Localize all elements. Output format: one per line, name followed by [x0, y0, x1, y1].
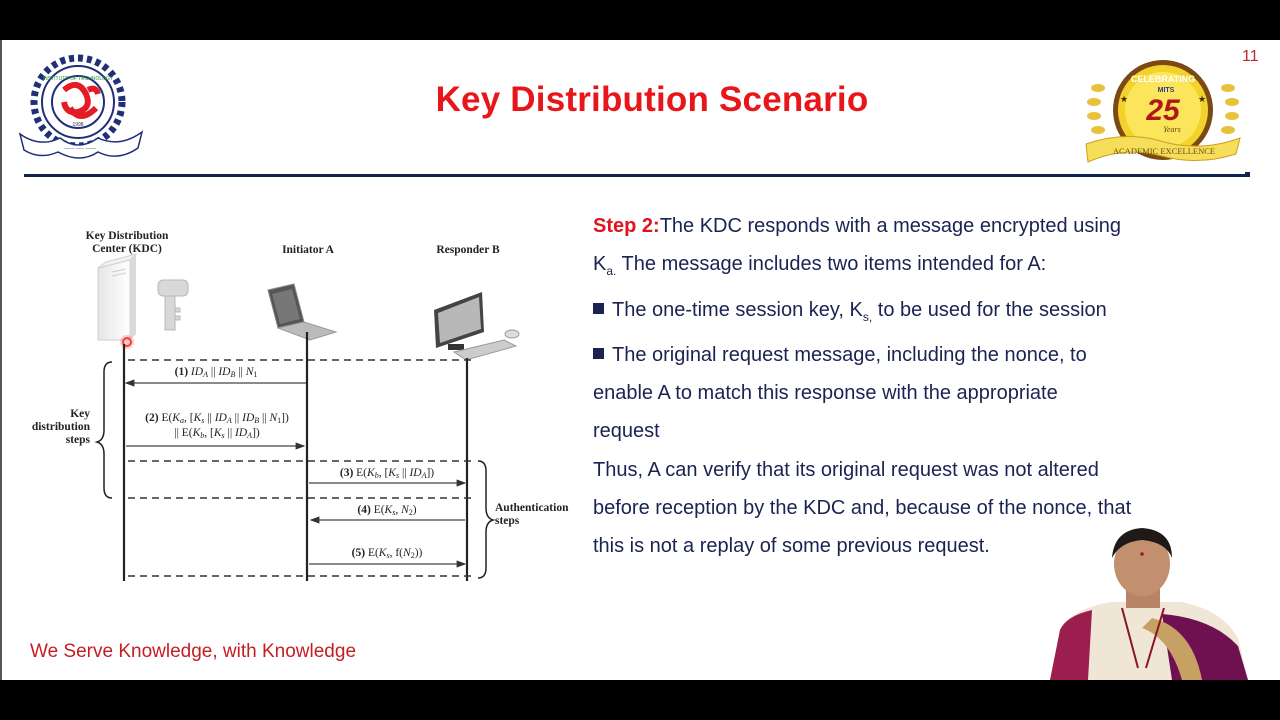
svg-text:ACADEMIC EXCELLENCE: ACADEMIC EXCELLENCE [1113, 146, 1215, 156]
svg-text:1998: 1998 [72, 122, 83, 128]
institute-logo: INSTITUTE OF TECHNOLOGY 1998 ~~~~ ~~~ ~~… [16, 50, 146, 170]
message-4: (4) E(Ks, N2) [357, 504, 417, 517]
svg-text:★: ★ [1120, 94, 1128, 104]
conclusion-line: this is not a replay of some previous re… [593, 535, 990, 558]
svg-text:~~~~ ~~~ ~~~~: ~~~~ ~~~ ~~~~ [64, 147, 97, 152]
step-label: Step 2: [593, 215, 660, 237]
presenter-figure-icon [1050, 528, 1248, 680]
desktop-computer-icon [434, 292, 520, 361]
server-icon [97, 253, 138, 341]
message-5: (5) E(Ks, f(N2)) [351, 547, 423, 560]
presenter-video [1042, 518, 1252, 680]
svg-text:Years: Years [1163, 125, 1181, 134]
square-bullet-icon [593, 302, 604, 314]
conclusion-line: before reception by the KDC and, because… [593, 497, 1132, 520]
slide-title: Key Distribution Scenario [435, 80, 869, 119]
message-3: (3) E(Kb, [Ks || IDA]) [339, 467, 435, 480]
responder-label: Responder B [436, 244, 500, 256]
gear-emblem-icon: INSTITUTE OF TECHNOLOGY 1998 ~~~~ ~~~ ~~… [18, 54, 144, 159]
svg-text:CELEBRATING: CELEBRATING [1131, 74, 1195, 84]
svg-text:★: ★ [1198, 94, 1206, 104]
institute-tagline: We Serve Knowledge, with Knowledge [30, 641, 357, 662]
bullet-original-request-cont: request [593, 420, 660, 443]
svg-text:INSTITUTE OF TECHNOLOGY: INSTITUTE OF TECHNOLOGY [43, 76, 114, 82]
conclusion-line: Thus, A can verify that its original req… [593, 458, 1099, 481]
slide: INSTITUTE OF TECHNOLOGY 1998 ~~~~ ~~~ ~~… [0, 40, 1280, 680]
bullet-original-request: The original request message, including … [593, 336, 1253, 374]
key-distribution-steps-label: Key distribution steps [31, 408, 90, 446]
laptop-icon [267, 283, 338, 341]
key-icon [157, 279, 189, 331]
step-2-line: Step 2:The KDC responds with a message e… [593, 215, 1122, 237]
svg-text:MITS: MITS [1158, 87, 1175, 94]
message-1: (1) IDA || IDB || N1 [174, 366, 258, 379]
key-distribution-diagram: Key Distribution Center (KDC) Initiator … [2, 40, 602, 680]
ka-line: Ka. The message includes two items inten… [593, 253, 1047, 279]
authentication-steps-label: Authentication steps [495, 502, 569, 527]
anniversary-badge: CELEBRATING MITS 25 Years ★ ★ ACADEMIC E… [1078, 58, 1248, 168]
initiator-label: Initiator A [282, 244, 334, 256]
svg-text:25: 25 [1145, 94, 1181, 127]
square-bullet-icon [593, 347, 604, 359]
anniversary-medal-icon: CELEBRATING MITS 25 Years ★ ★ ACADEMIC E… [1085, 60, 1241, 163]
page-number: 11 [1242, 48, 1259, 65]
slide-body-text: Step 2:The KDC responds with a message e… [593, 207, 1253, 566]
bullet-session-key: The one-time session key, Ks, to be used… [593, 291, 1253, 336]
diagram-lines [94, 253, 520, 581]
bullet-original-request-cont: enable A to match this response with the… [593, 382, 1058, 405]
kdc-label: Key Distribution Center (KDC) [85, 230, 169, 255]
title-divider [24, 172, 1250, 177]
message-2: (2) E(Ka, [Ks || IDA || IDB || N1]) || E… [145, 412, 289, 440]
